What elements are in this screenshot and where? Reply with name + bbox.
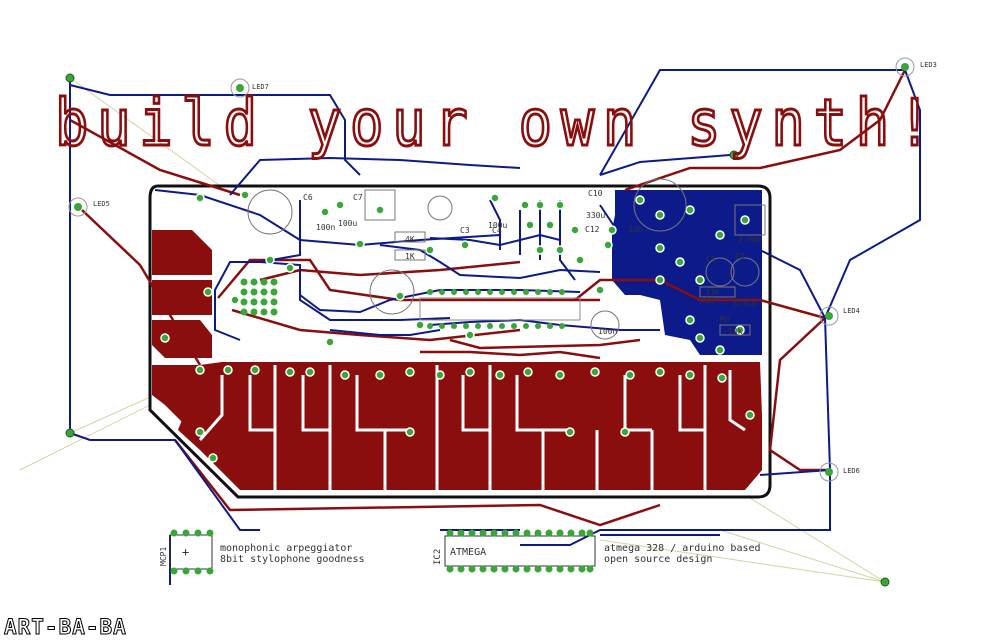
label-r-1k: 1K — [405, 252, 415, 261]
key-separators — [198, 365, 746, 490]
label-c4: C4 — [492, 226, 502, 235]
chip-mcp1: + MCP1 — [159, 529, 214, 575]
label-r10: R10 — [700, 296, 715, 305]
chip-ic2-ref: IC2 — [433, 549, 443, 565]
led-led5: LED5 — [68, 197, 110, 217]
label-100u: 100u — [338, 219, 357, 228]
label-c10: C10 — [588, 189, 603, 198]
label-c7: C7 — [353, 193, 363, 202]
note-right-line1: atmega 328 / arduino based — [604, 543, 761, 554]
ground-pour-bottom-layer — [612, 190, 762, 355]
label-c12: C12 — [585, 225, 600, 234]
led6-label: LED6 — [843, 467, 860, 475]
led-led3: LED3 — [895, 57, 937, 77]
headline: build your own synth! — [55, 87, 940, 161]
label-100u-b: 100u — [488, 221, 507, 230]
label-jack: 3.5mm — [738, 235, 762, 244]
note-right-line2: open source design — [604, 554, 712, 565]
ic-outline-on-board — [419, 297, 581, 321]
led-led7: LED7 — [230, 78, 269, 98]
svg-text:+: + — [182, 545, 189, 559]
watermark: ART-BA-BA — [4, 615, 127, 640]
led4-label: LED4 — [843, 307, 860, 315]
note-left-line1: monophonic arpeggiator — [220, 543, 352, 554]
label-r-4k: 4K — [405, 235, 415, 244]
label-c10-val: 330u — [586, 211, 605, 220]
label-33n: 33n — [628, 225, 643, 234]
vias — [160, 190, 755, 463]
chip-ic2-name: ATMEGA — [450, 547, 486, 558]
label-100n-b: 100n — [598, 327, 617, 336]
label-stylo: STYLO — [733, 299, 757, 308]
led3-label: LED3 — [920, 61, 937, 69]
component-outlines — [247, 178, 766, 340]
led7-label: LED7 — [252, 83, 269, 91]
label-c1: C1 — [706, 255, 716, 264]
led5-label: LED5 — [93, 200, 110, 208]
label-c9: C9 — [735, 252, 745, 261]
label-r10-val: 33k — [705, 288, 720, 297]
chip-mcp1-ref: MCP1 — [159, 547, 168, 566]
label-100n: 100n — [316, 223, 335, 232]
test-points — [65, 73, 890, 587]
silkscreen-labels: C7 C6 100n 100u C10 330u 100u C3 C4 C12 … — [303, 189, 762, 336]
note-left-line2: 8bit stylophone goodness — [220, 554, 365, 565]
ic-footprint-pads — [427, 289, 565, 329]
label-c6: C6 — [303, 193, 313, 202]
label-r5: R5 — [720, 315, 730, 324]
pad-grid — [240, 278, 278, 316]
bottom-layer-traces — [69, 69, 921, 585]
stylophone-keyboard — [178, 362, 762, 490]
label-c3: C3 — [460, 226, 470, 235]
label-r5-val: 10k — [728, 327, 743, 336]
led-led4: LED4 — [819, 306, 860, 326]
chip-ic2-atmega: ATMEGA IC2 — [433, 529, 596, 573]
top-layer-traces — [69, 69, 907, 527]
led-led6: LED6 — [819, 462, 860, 482]
